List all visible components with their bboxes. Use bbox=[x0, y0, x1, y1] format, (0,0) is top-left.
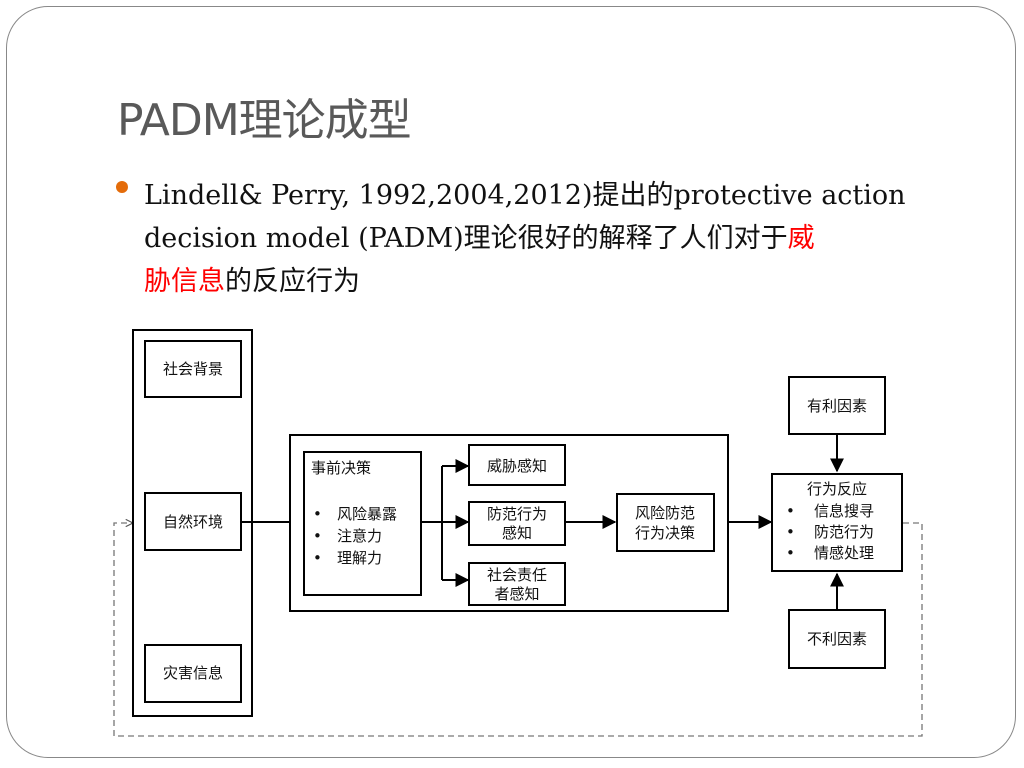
natural-environment-label: 自然环境 bbox=[163, 513, 223, 531]
response-bullet-2: • bbox=[786, 523, 795, 541]
bullet-line1: Lindell& Perry, 1992,2004,2012)提出的protec… bbox=[144, 180, 906, 211]
behavioral-response-title: 行为反应 bbox=[807, 480, 867, 498]
unfavorable-factors-box bbox=[788, 609, 886, 669]
bullet-line2-highlight: 威 bbox=[787, 223, 815, 254]
protective-perception-label-1: 防范行为 bbox=[487, 505, 547, 523]
response-item-2: 防范行为 bbox=[814, 523, 874, 541]
social-background-box bbox=[144, 340, 242, 398]
pre-decision-item-1: 风险暴露 bbox=[337, 505, 397, 523]
favorable-factors-label: 有利因素 bbox=[807, 397, 867, 415]
response-item-3: 情感处理 bbox=[814, 544, 874, 562]
protective-decision-box bbox=[616, 493, 715, 552]
disaster-info-box bbox=[144, 644, 242, 703]
threat-perception-label: 威胁感知 bbox=[487, 457, 547, 475]
behavioral-response-box bbox=[771, 473, 903, 572]
social-background-label: 社会背景 bbox=[163, 360, 223, 378]
bullet-line3: 的反应行为 bbox=[225, 266, 360, 297]
protective-perception-label-2: 感知 bbox=[502, 524, 532, 542]
favorable-factors-box bbox=[788, 376, 886, 435]
pre-decision-bullet-1: • bbox=[313, 505, 322, 523]
response-bullet-3: • bbox=[786, 544, 795, 562]
pre-decision-title: 事前决策 bbox=[311, 459, 371, 477]
bullet-text: Lindell& Perry, 1992,2004,2012)提出的protec… bbox=[144, 174, 964, 303]
response-item-1: 信息搜寻 bbox=[814, 502, 874, 520]
bullet-line2: decision model (PADM)理论很好的解释了人们对于 bbox=[144, 223, 788, 254]
unfavorable-factors-label: 不利因素 bbox=[807, 630, 867, 648]
pre-decision-bullet-2: • bbox=[313, 527, 322, 545]
disaster-info-label: 灾害信息 bbox=[163, 664, 223, 682]
bullet-dot-icon bbox=[116, 181, 128, 193]
feedback-loop-dashed bbox=[113, 523, 923, 737]
protective-perception-box bbox=[468, 501, 566, 546]
stakeholder-perception-label-2: 者感知 bbox=[494, 585, 539, 603]
protective-decision-label-2: 行为决策 bbox=[635, 524, 695, 542]
stakeholder-perception-label-1: 社会责任 bbox=[487, 566, 547, 584]
pre-decision-item-3: 理解力 bbox=[337, 549, 382, 567]
pre-decision-box bbox=[303, 451, 422, 596]
natural-environment-box bbox=[144, 492, 242, 551]
slide-title: PADM理论成型 bbox=[117, 95, 412, 146]
bullet-line3-highlight: 胁信息 bbox=[144, 266, 225, 297]
protective-decision-label-1: 风险防范 bbox=[635, 504, 695, 522]
stakeholder-perception-box bbox=[468, 562, 566, 606]
slide-frame bbox=[6, 6, 1016, 758]
pre-decision-bullet-3: • bbox=[313, 549, 322, 567]
threat-perception-box bbox=[468, 444, 566, 486]
response-bullet-1: • bbox=[786, 502, 795, 520]
pre-decision-item-2: 注意力 bbox=[337, 527, 382, 545]
